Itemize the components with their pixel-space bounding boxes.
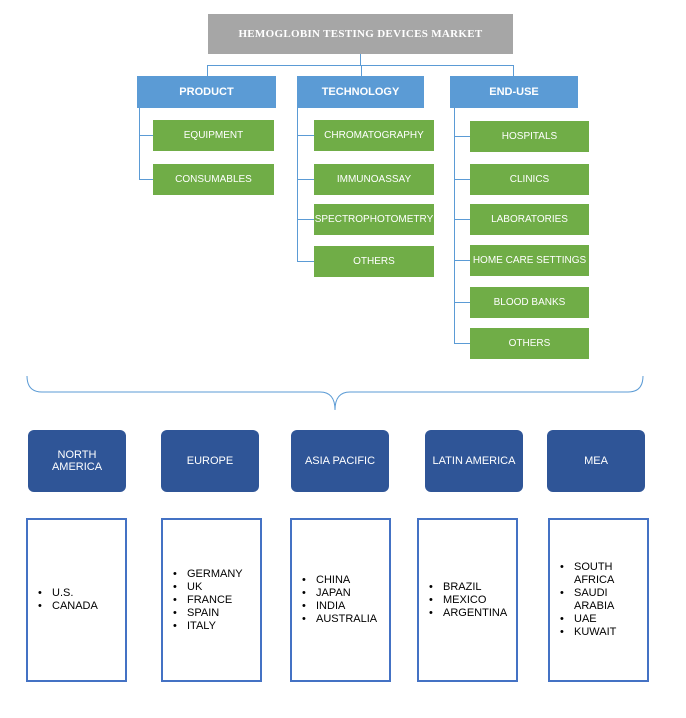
country-item: GERMANY xyxy=(171,568,243,581)
technology-connector xyxy=(361,65,362,76)
end-use-bracket-tick xyxy=(454,136,470,137)
country-item: JAPAN xyxy=(300,587,377,600)
technology-item: IMMUNOASSAY xyxy=(314,164,434,195)
country-list-mea: SOUTH AFRICA SAUDI ARABIA UAE KUWAIT xyxy=(548,518,649,682)
category-end-use: END-USE xyxy=(450,76,578,108)
country-item: AUSTRALIA xyxy=(300,613,377,626)
technology-bracket xyxy=(297,108,298,261)
technology-bracket-tick xyxy=(297,179,314,180)
region-latin-america: LATIN AMERICA xyxy=(425,430,523,492)
region-asia-pacific: ASIA PACIFIC xyxy=(291,430,389,492)
end-use-bracket-tick xyxy=(454,219,470,220)
country-list-europe: GERMANY UK FRANCE SPAIN ITALY xyxy=(161,518,262,682)
country-item: CHINA xyxy=(300,574,377,587)
end-use-item: CLINICS xyxy=(470,164,589,195)
end-use-item: LABORATORIES xyxy=(470,204,589,235)
country-item: SAUDI ARABIA xyxy=(558,587,638,613)
diagram-title: HEMOGLOBIN TESTING DEVICES MARKET xyxy=(208,14,513,54)
country-item: ARGENTINA xyxy=(427,607,507,620)
country-item: MEXICO xyxy=(427,594,507,607)
end-use-bracket-tick xyxy=(454,302,470,303)
country-item: UAE xyxy=(558,613,638,626)
region-brace xyxy=(26,375,644,411)
country-item: FRANCE xyxy=(171,594,243,607)
country-list-north-america: U.S. CANADA xyxy=(26,518,127,682)
country-item: INDIA xyxy=(300,600,377,613)
region-europe: EUROPE xyxy=(161,430,259,492)
product-item: CONSUMABLES xyxy=(153,164,274,195)
country-list-latin-america: BRAZIL MEXICO ARGENTINA xyxy=(417,518,518,682)
end-use-item: OTHERS xyxy=(470,328,589,359)
country-item: CANADA xyxy=(36,600,98,613)
technology-item: SPECTROPHOTOMETRY xyxy=(314,204,434,235)
product-connector xyxy=(207,65,208,76)
country-list-asia-pacific: CHINA JAPAN INDIA AUSTRALIA xyxy=(290,518,391,682)
end-use-bracket-tick xyxy=(454,260,470,261)
end-use-item: BLOOD BANKS xyxy=(470,287,589,318)
end-use-connector xyxy=(513,65,514,76)
country-item: UK xyxy=(171,581,243,594)
technology-bracket-tick xyxy=(297,135,314,136)
end-use-bracket-tick xyxy=(454,343,470,344)
category-product: PRODUCT xyxy=(137,76,276,108)
end-use-bracket-tick xyxy=(454,179,470,180)
country-item: KUWAIT xyxy=(558,626,638,639)
country-item: BRAZIL xyxy=(427,581,507,594)
country-item: ITALY xyxy=(171,620,243,633)
technology-bracket-tick xyxy=(297,219,314,220)
product-bracket xyxy=(139,108,140,179)
country-item: SPAIN xyxy=(171,607,243,620)
end-use-item: HOME CARE SETTINGS xyxy=(470,245,589,276)
technology-item: OTHERS xyxy=(314,246,434,277)
category-technology: TECHNOLOGY xyxy=(297,76,424,108)
title-connector xyxy=(360,54,361,66)
country-item: U.S. xyxy=(36,587,98,600)
category-connector-bar xyxy=(207,65,514,66)
product-item: EQUIPMENT xyxy=(153,120,274,151)
end-use-bracket xyxy=(454,108,455,343)
region-north-america: NORTH AMERICA xyxy=(28,430,126,492)
country-item: SOUTH AFRICA xyxy=(558,561,638,587)
end-use-item: HOSPITALS xyxy=(470,121,589,152)
product-bracket-tick xyxy=(139,179,153,180)
product-bracket-tick xyxy=(139,135,153,136)
region-mea: MEA xyxy=(547,430,645,492)
technology-item: CHROMATOGRAPHY xyxy=(314,120,434,151)
technology-bracket-tick xyxy=(297,261,314,262)
